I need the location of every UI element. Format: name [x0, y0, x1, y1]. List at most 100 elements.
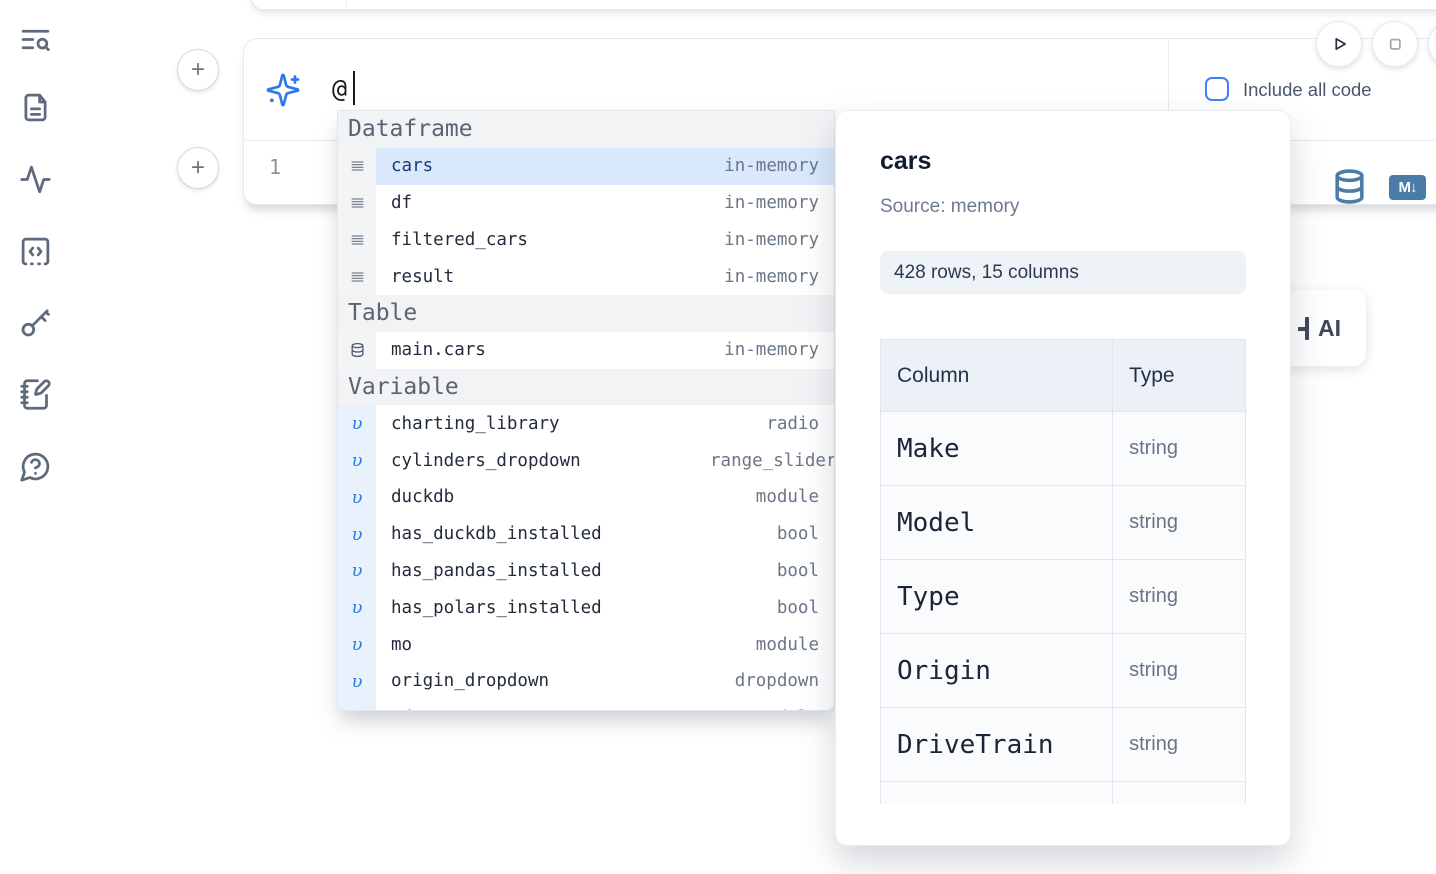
include-all-code-label: Include all code: [1243, 79, 1372, 100]
column-type: string: [1112, 559, 1246, 634]
help-chat-icon[interactable]: [19, 450, 52, 483]
preview-source: Source: memory: [880, 196, 1020, 217]
previous-cell-edge: [250, 0, 1436, 10]
variable-icon: υ: [351, 634, 363, 656]
dataframe-icon: [351, 198, 363, 208]
variable-icon: υ: [351, 486, 363, 508]
variable-icon: υ: [351, 670, 363, 692]
ai-button-label: AI: [1318, 314, 1341, 341]
snippets-code-box-icon[interactable]: [19, 235, 52, 268]
run-cell-button[interactable]: [1316, 21, 1362, 67]
line-number: 1: [269, 155, 282, 179]
schema-col-header: Column: [880, 339, 1114, 412]
column-type: string: [1112, 411, 1246, 486]
column-name: Type: [880, 559, 1114, 634]
item-type: in-memory: [724, 266, 819, 287]
variable-icon: υ: [351, 450, 363, 472]
preview-title: cars: [880, 147, 932, 175]
item-name: cars: [391, 156, 434, 177]
notebook-pen-icon[interactable]: [19, 378, 52, 411]
item-type: in-memory: [724, 156, 819, 177]
item-type: in-memory: [724, 192, 819, 213]
autocomplete-item[interactable]: υ charting_library radio: [338, 405, 834, 443]
item-name: df: [391, 192, 413, 213]
item-type: radio: [766, 413, 819, 434]
item-type: bool: [776, 524, 819, 545]
autocomplete-item[interactable]: υ mo module: [338, 626, 834, 663]
key-icon[interactable]: [19, 306, 52, 339]
database-icon[interactable]: [1330, 168, 1369, 205]
autocomplete-item[interactable]: υ has_polars_installed bool: [338, 589, 834, 627]
item-type: module: [755, 634, 819, 655]
stop-button[interactable]: [1372, 21, 1418, 67]
add-cell-above-button[interactable]: +: [177, 49, 219, 91]
item-name: mo: [391, 634, 413, 655]
variable-icon: υ: [351, 597, 363, 619]
autocomplete-item[interactable]: υ cylinders_dropdown range_slider: [338, 442, 834, 479]
autocomplete-section-header: Table: [338, 294, 834, 332]
item-type: bool: [776, 560, 819, 581]
sparkles-ai-icon: [265, 72, 301, 108]
autocomplete-item[interactable]: result in-memory: [338, 258, 834, 295]
add-cell-below-button[interactable]: +: [177, 147, 219, 189]
dataframe-icon: [351, 271, 363, 282]
item-name: has_duckdb_installed: [391, 524, 602, 545]
variable-icon: υ: [351, 413, 363, 435]
table-db-icon: [351, 343, 363, 358]
markdown-export-icon[interactable]: M↓: [1389, 175, 1426, 200]
autocomplete-item[interactable]: cars in-memory: [338, 147, 834, 185]
shape-badge: 428 rows, 15 columns: [880, 251, 1246, 294]
item-name: origin_dropdown: [391, 671, 550, 692]
item-type: in-memory: [724, 340, 819, 361]
text-cursor: [353, 71, 355, 105]
autocomplete-item[interactable]: υ has_duckdb_installed bool: [338, 515, 834, 553]
autocomplete-popup: Dataframe cars in-memory df in-memory filtere…: [337, 110, 835, 711]
ai-prompt-input[interactable]: @: [332, 74, 348, 103]
schema-type-header: Type: [1112, 339, 1246, 412]
dataframe-icon: [351, 235, 363, 245]
text-search-icon[interactable]: [19, 23, 52, 56]
item-name: charting_library: [391, 413, 560, 434]
variable-icon: υ: [351, 523, 363, 545]
autocomplete-section-header: Variable: [338, 368, 834, 406]
include-all-code-checkbox[interactable]: [1205, 77, 1229, 101]
activity-icon[interactable]: [19, 163, 52, 196]
autocomplete-item[interactable]: υpdmodule: [338, 699, 834, 710]
column-type: string: [1112, 633, 1246, 708]
item-name: has_polars_installed: [391, 597, 602, 618]
clipped-letter: [1298, 316, 1309, 340]
autocomplete-section-header: Dataframe: [338, 111, 834, 148]
item-name: cylinders_dropdown: [391, 450, 581, 471]
column-name: Origin: [880, 633, 1114, 708]
item-type: module: [755, 487, 819, 508]
column-name: Model: [880, 485, 1114, 560]
dataframe-preview-popup: cars Source: memory 428 rows, 15 columns…: [835, 110, 1291, 846]
autocomplete-item[interactable]: υ has_pandas_installed bool: [338, 552, 834, 590]
schema-row-partial: [880, 781, 1246, 804]
variable-icon: υ: [351, 560, 363, 582]
item-type: range_slider: [710, 450, 834, 471]
item-name: filtered_cars: [391, 229, 528, 250]
column-name: Make: [880, 411, 1114, 486]
item-type: module: [710, 708, 834, 710]
item-name: has_pandas_installed: [391, 560, 602, 581]
autocomplete-item[interactable]: df in-memory: [338, 184, 834, 222]
item-name: result: [391, 266, 455, 287]
file-text-icon[interactable]: [19, 91, 52, 124]
item-type: bool: [776, 597, 819, 618]
item-name: pd: [376, 708, 412, 710]
column-type: string: [1112, 485, 1246, 560]
dataframe-icon: [351, 161, 363, 171]
column-name: DriveTrain: [880, 707, 1114, 782]
